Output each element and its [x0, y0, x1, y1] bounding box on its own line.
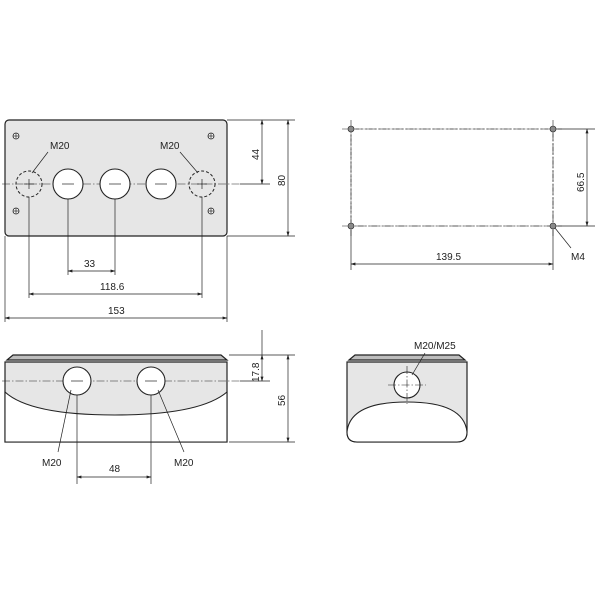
mounting-pattern-view: 139.5 66.5 M4 [342, 120, 595, 270]
mounting-pattern-rect [350, 128, 554, 227]
end-view: M20/M25 [346, 341, 468, 443]
dim-hole-height: 44 [251, 148, 262, 160]
dim-mount-width: 139.5 [436, 252, 461, 263]
mount-screw-label: M4 [571, 252, 585, 263]
side-thread-label-left: M20 [42, 458, 62, 469]
dim-side-hole-height: 17.8 [251, 362, 262, 382]
end-lid-edge [347, 354, 467, 361]
dim-hole-spacing: 33 [84, 259, 96, 270]
dim-mount-height: 66.5 [576, 172, 587, 192]
side-base-curve [4, 390, 228, 443]
end-base-curve [346, 401, 468, 443]
front-view: M20 M20 33 118.6 153 44 80 [2, 119, 295, 322]
thread-label-right: M20 [160, 141, 180, 152]
dim-front-width: 153 [108, 306, 125, 317]
dim-outer-hole-spacing: 118.6 [100, 282, 125, 293]
dim-front-height: 80 [277, 174, 288, 186]
front-mounting-screws [12, 132, 215, 215]
mount-hole-icon [549, 125, 557, 133]
dim-side-height: 56 [277, 394, 288, 406]
mount-hole-icon [347, 125, 355, 133]
side-view: 48 M20 M20 17.8 56 [2, 330, 295, 484]
mount-hole-icon [347, 222, 355, 230]
thread-label-left: M20 [50, 141, 70, 152]
side-thread-label-right: M20 [174, 458, 194, 469]
side-lid-edge [5, 354, 229, 361]
end-thread-label: M20/M25 [414, 341, 456, 352]
dim-side-hole-spacing: 48 [109, 464, 121, 475]
